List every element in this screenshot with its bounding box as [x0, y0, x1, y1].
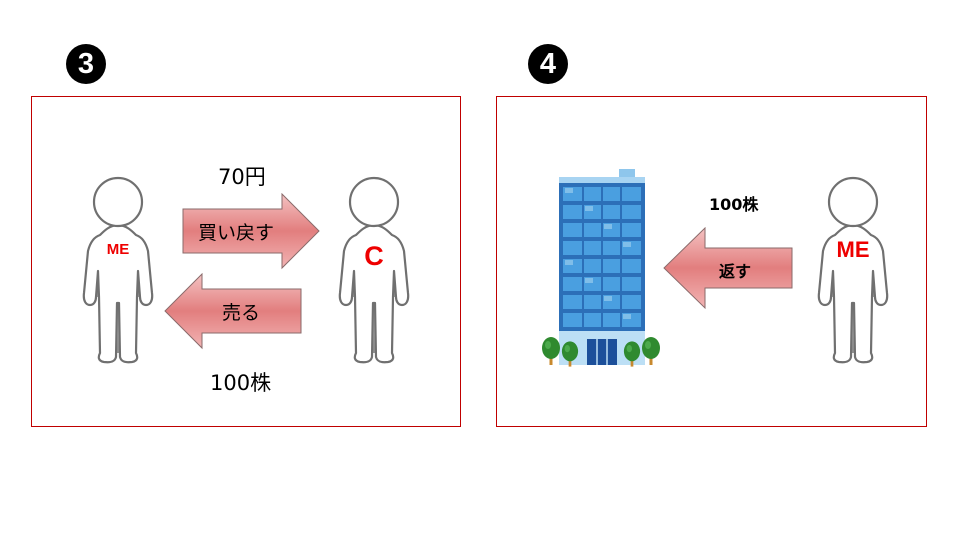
- arrow-right-label: 買い戻す: [198, 222, 275, 244]
- arrow-left-label: 返す: [719, 262, 752, 281]
- person-outline-icon: [817, 175, 889, 367]
- arrow-right-icon: [182, 193, 320, 270]
- person-outline-icon: [82, 175, 154, 367]
- tree-icon: [541, 337, 561, 365]
- panel-step-4: 100株 返す ME: [496, 96, 927, 427]
- arrow-left-icon: [663, 227, 793, 310]
- price-label: 70円: [218, 165, 266, 189]
- panel-step-3: ME C 70円 買い戻す 売る 100株: [31, 96, 461, 427]
- person-left-label: ME: [106, 241, 130, 258]
- shares-label: 100株: [709, 195, 759, 214]
- shares-label: 100株: [210, 371, 272, 395]
- office-building-icon: [559, 169, 645, 365]
- arrow-left-label: 売る: [222, 302, 261, 324]
- step-number-4: 4: [528, 44, 568, 84]
- arrow-left-icon: [164, 273, 302, 350]
- tree-icon: [561, 341, 579, 367]
- tree-icon: [641, 337, 661, 365]
- person-label: ME: [836, 237, 870, 262]
- person-right-label: C: [364, 241, 384, 271]
- step-number-3: 3: [66, 44, 106, 84]
- tree-icon: [623, 341, 641, 367]
